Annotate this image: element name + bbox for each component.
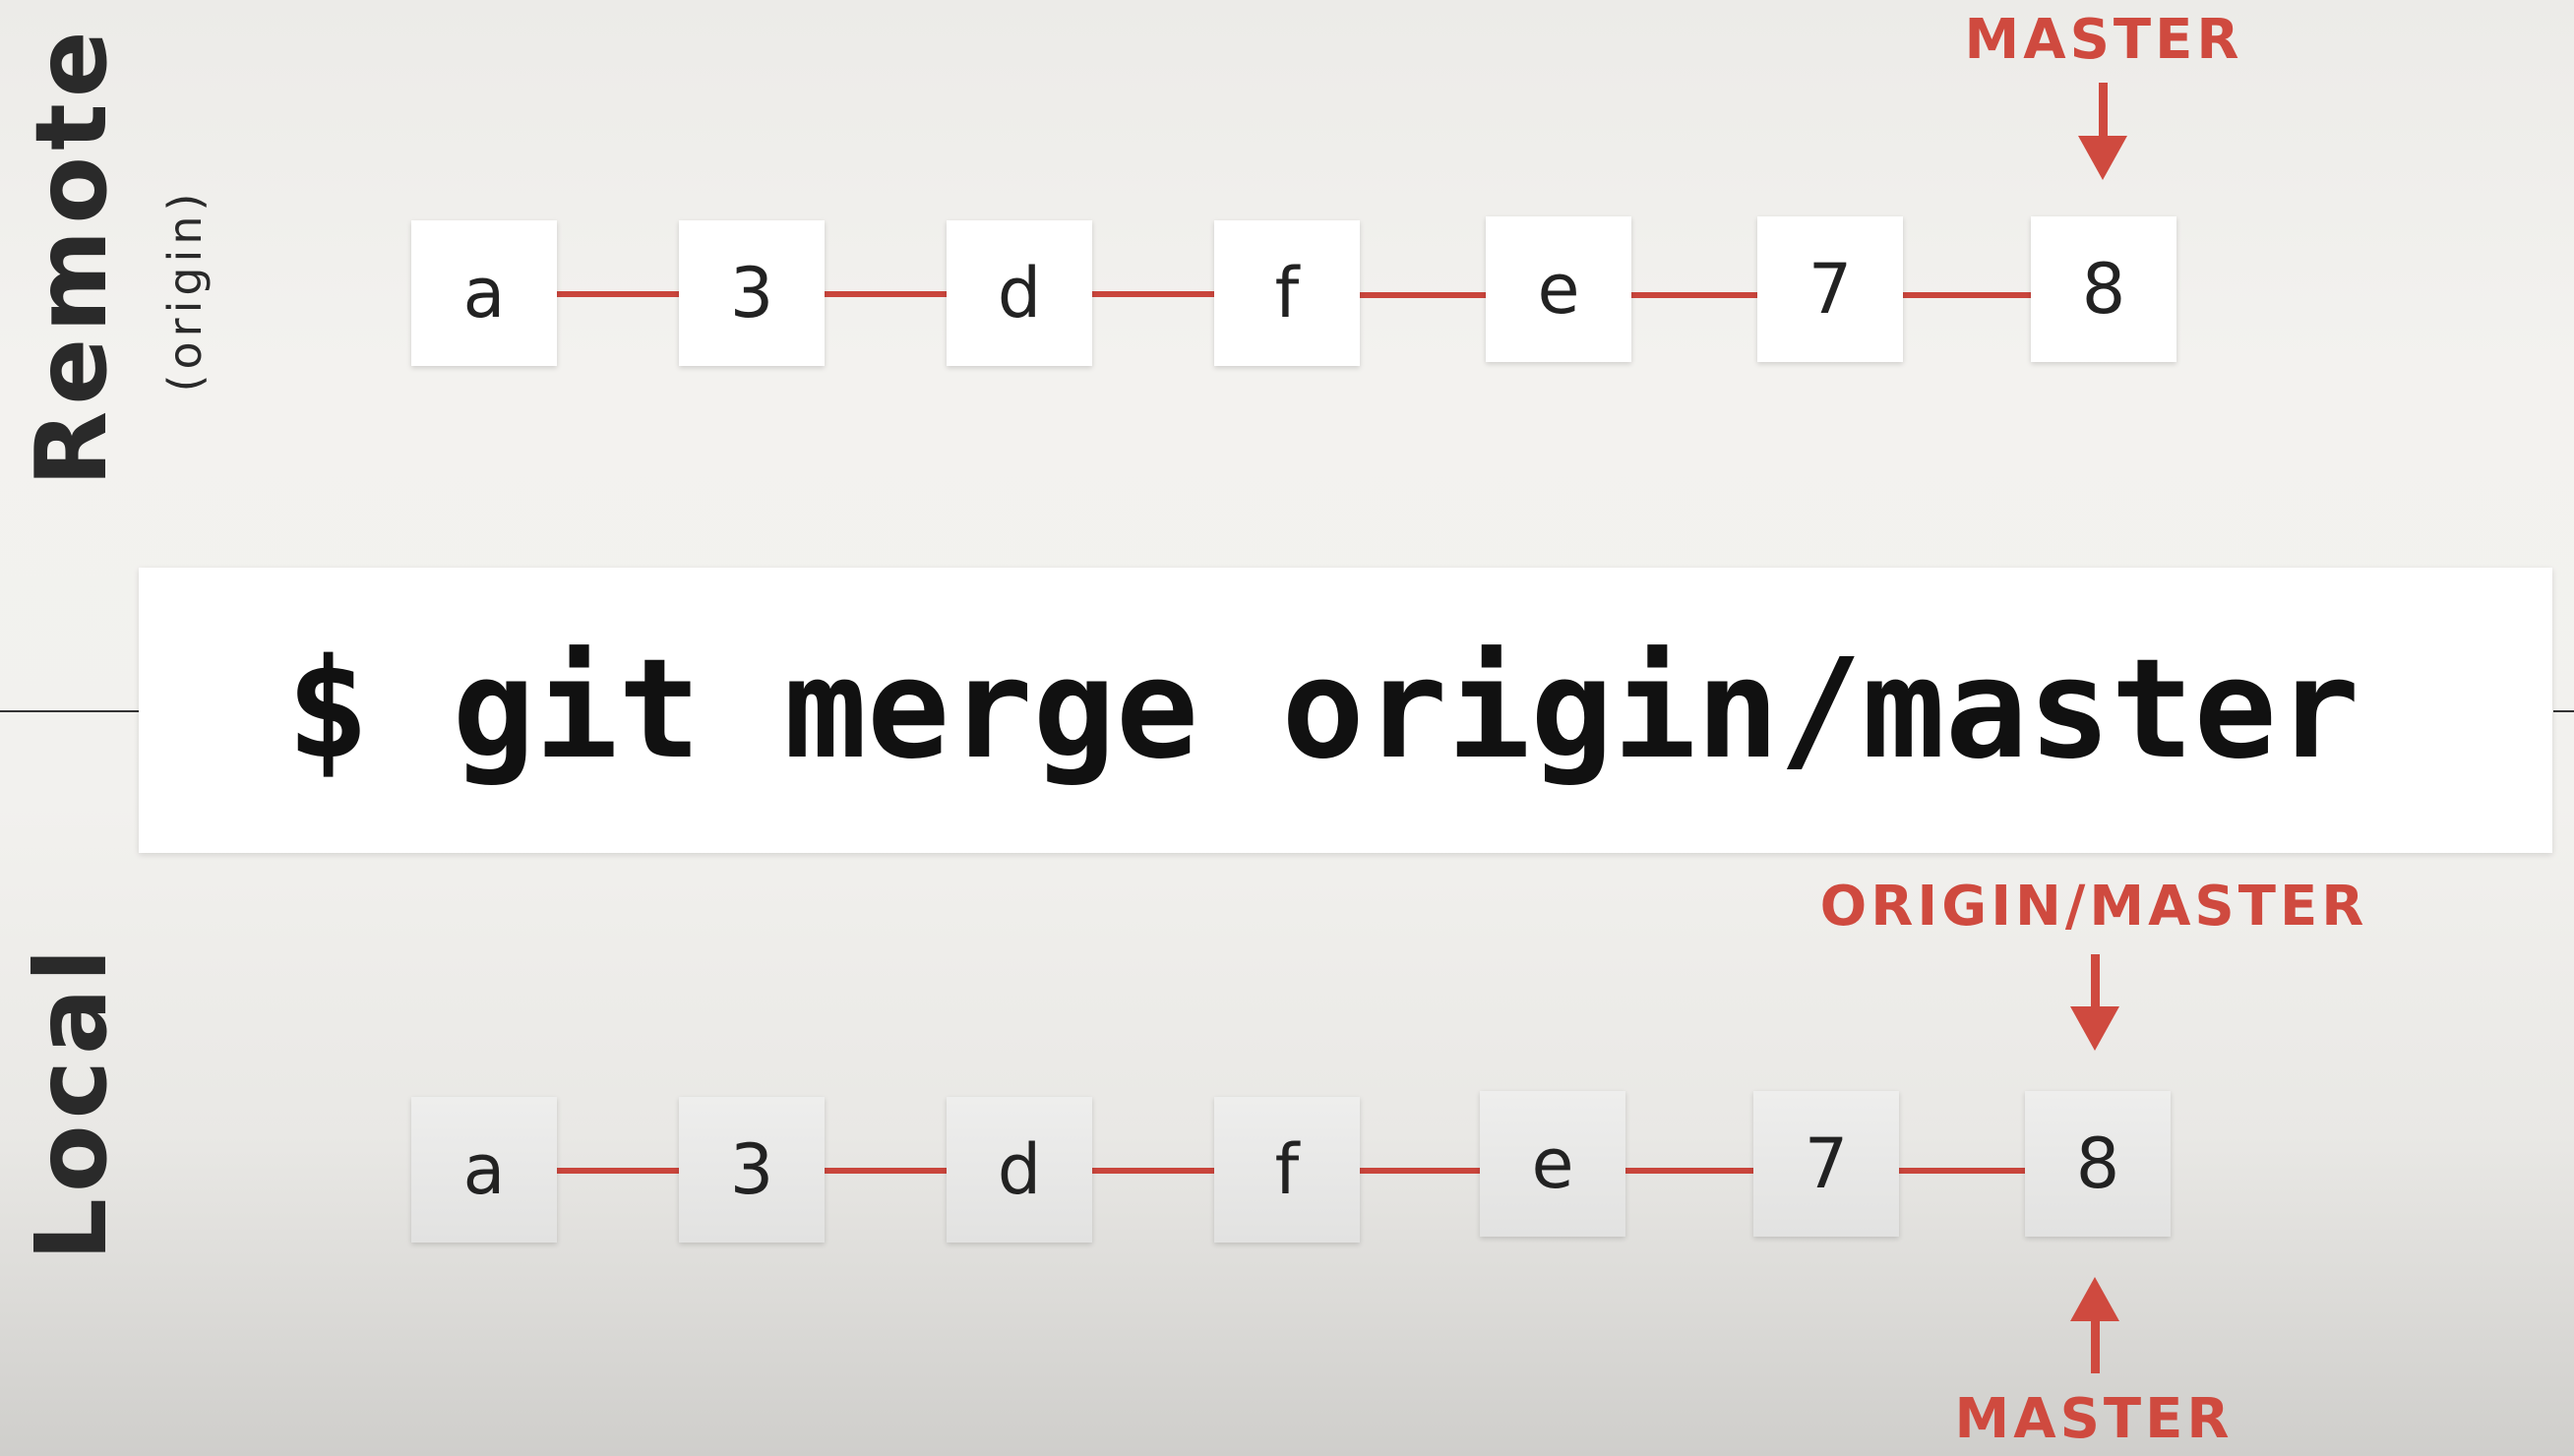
local-commit-node: d: [947, 1097, 1092, 1243]
local-commit-node: 7: [1753, 1091, 1899, 1237]
local-origin-master-label: ORIGIN/MASTER: [1819, 875, 2368, 939]
local-edge: [1625, 1168, 1753, 1174]
command-box: $ git merge origin/master: [139, 568, 2552, 853]
remote-sublabel: (origin): [158, 188, 212, 393]
remote-edge: [1631, 292, 1757, 298]
remote-master-label: MASTER: [1964, 8, 2243, 72]
remote-commit-node: d: [947, 220, 1092, 366]
remote-master-arrow-icon: [2099, 83, 2108, 138]
local-commit-node: e: [1480, 1091, 1625, 1237]
local-edge: [1360, 1168, 1480, 1174]
remote-commit-node: 7: [1757, 216, 1903, 362]
local-commit-node: 8: [2025, 1091, 2171, 1237]
remote-edge: [1360, 292, 1486, 298]
section-divider-left: [0, 710, 143, 712]
section-divider-right: [2553, 710, 2574, 712]
remote-label: Remote: [14, 25, 129, 487]
local-master-arrow-icon: [2091, 1318, 2100, 1373]
local-edge: [825, 1168, 947, 1174]
local-commit-node: 3: [679, 1097, 825, 1243]
arrow-down-icon: [2078, 136, 2127, 180]
remote-edge: [557, 291, 679, 297]
local-commit-node: f: [1214, 1097, 1360, 1243]
local-edge: [557, 1168, 679, 1174]
remote-edge: [825, 291, 947, 297]
origin-master-arrow-icon: [2091, 954, 2100, 1009]
remote-commit-node: f: [1214, 220, 1360, 366]
remote-edge: [1903, 292, 2031, 298]
local-commit-node: a: [411, 1097, 557, 1243]
git-command: $ git merge origin/master: [286, 630, 2360, 790]
local-label: Local: [14, 942, 129, 1261]
remote-commit-node: e: [1486, 216, 1631, 362]
arrow-down-icon: [2070, 1006, 2119, 1051]
local-edge: [1092, 1168, 1214, 1174]
remote-commit-node: 8: [2031, 216, 2176, 362]
arrow-up-icon: [2070, 1277, 2119, 1321]
remote-commit-node: a: [411, 220, 557, 366]
local-edge: [1899, 1168, 2025, 1174]
remote-edge: [1092, 291, 1214, 297]
remote-commit-node: 3: [679, 220, 825, 366]
local-master-label: MASTER: [1954, 1387, 2234, 1451]
